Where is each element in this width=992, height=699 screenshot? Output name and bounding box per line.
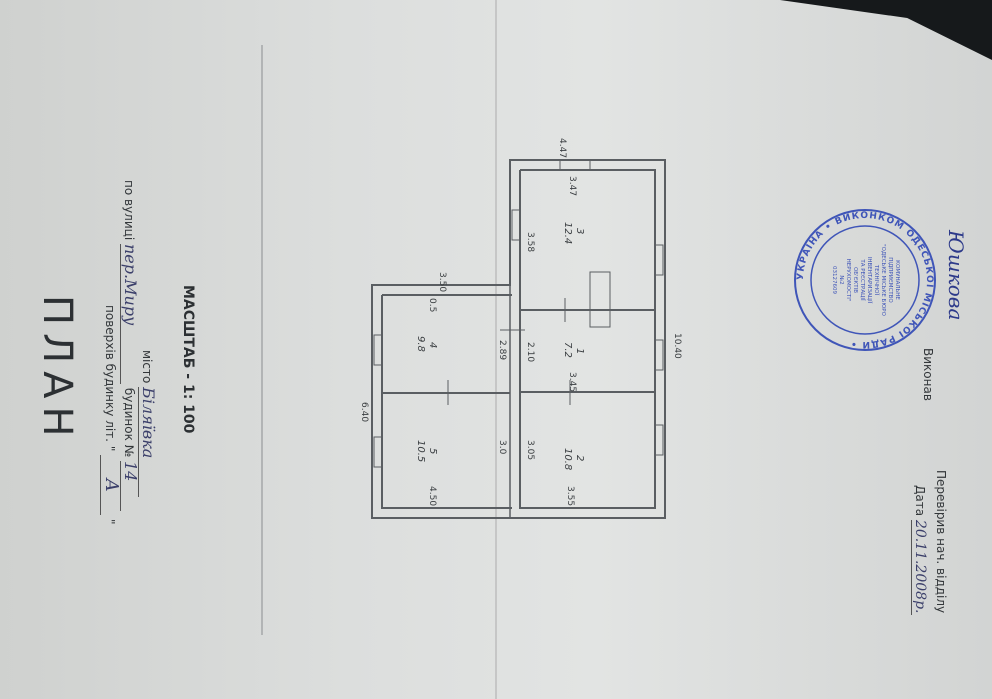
room-3-area: 12.4: [562, 222, 573, 244]
dim-right-inner: 3.47: [567, 176, 577, 196]
room-4-number: 4: [427, 342, 438, 348]
room-5-area: 10.5: [415, 440, 426, 462]
dim-overall-width: 10.40: [672, 333, 682, 359]
stamp-line-7: НЕРУХОМОСТІ": [845, 259, 851, 302]
dim-left-bottom: 4.50: [427, 486, 437, 506]
official-stamp: УКРАЇНА • ВИКОНКОМ ОДЕСЬКОЇ МІСЬКОЇ РАДИ…: [794, 209, 936, 351]
dim-depth-small: 0.5: [427, 298, 437, 312]
dim-right-top: 4.47: [557, 138, 567, 158]
dim-room2-width: 3.05: [525, 440, 535, 460]
stamp-line-2: "ОДЕСЬКЕ МІСЬКЕ БЮРО: [880, 244, 886, 317]
footer-date: Дата 20.11.2008р.: [911, 485, 928, 615]
doors: [447, 298, 571, 405]
room-3-number: 3: [574, 228, 585, 234]
stamp-line-1: ПІДПРИЄМСТВО: [887, 257, 893, 303]
dim-overall-depth: 6.40: [359, 402, 369, 422]
dim-small-room: 2.10: [525, 342, 535, 362]
date-label: Дата: [913, 485, 927, 517]
stamp-rings: [794, 209, 936, 351]
date-value: 20.11.2008р.: [911, 519, 928, 615]
stamp-line-4: ІНВЕНТАРИЗАЦІЇ: [866, 257, 873, 304]
footer-checked: Перевірив нач. відділу: [934, 470, 948, 613]
performer-signature: Юшкова: [944, 230, 968, 321]
dim-wall-middle: 3.0: [497, 440, 507, 455]
dim-corridor: 3.45: [567, 372, 577, 392]
room-4-area: 9.8: [415, 336, 426, 352]
performer-label: Виконав: [921, 348, 935, 401]
checked-label: Перевірив нач. відділу: [934, 470, 948, 614]
stamp-line-3: ТЕХНІЧНОЇ: [873, 264, 880, 296]
stamp-line-0: КОМУНАЛЬНЕ: [894, 260, 900, 300]
room-1-number: 1: [574, 348, 585, 354]
windows: [373, 159, 664, 468]
dim-mid: 2.89: [497, 340, 507, 360]
inner-wall-right: [519, 169, 656, 509]
stamp-line-5: ТА РЕЄСТРАЦІЇ: [859, 258, 866, 301]
stamp-line-6: ОБ'ЄКТІВ: [852, 267, 858, 293]
room-2-area: 10.8: [562, 448, 573, 470]
room-2-number: 2: [574, 455, 585, 461]
dim-left-top: 3.50: [437, 272, 447, 292]
footer-performer: Виконав: [921, 348, 935, 401]
stamp-line-9: 03127609: [831, 266, 837, 294]
stamp-line-8: №2: [838, 275, 844, 284]
inner-wall-left: [381, 294, 512, 509]
room-1-area: 7.2: [562, 342, 573, 358]
room-5-number: 5: [427, 448, 438, 454]
dim-right-mid: 3.58: [525, 232, 535, 252]
paper-fold: [495, 0, 497, 699]
dim-room2-depth: 3.55: [565, 486, 575, 506]
